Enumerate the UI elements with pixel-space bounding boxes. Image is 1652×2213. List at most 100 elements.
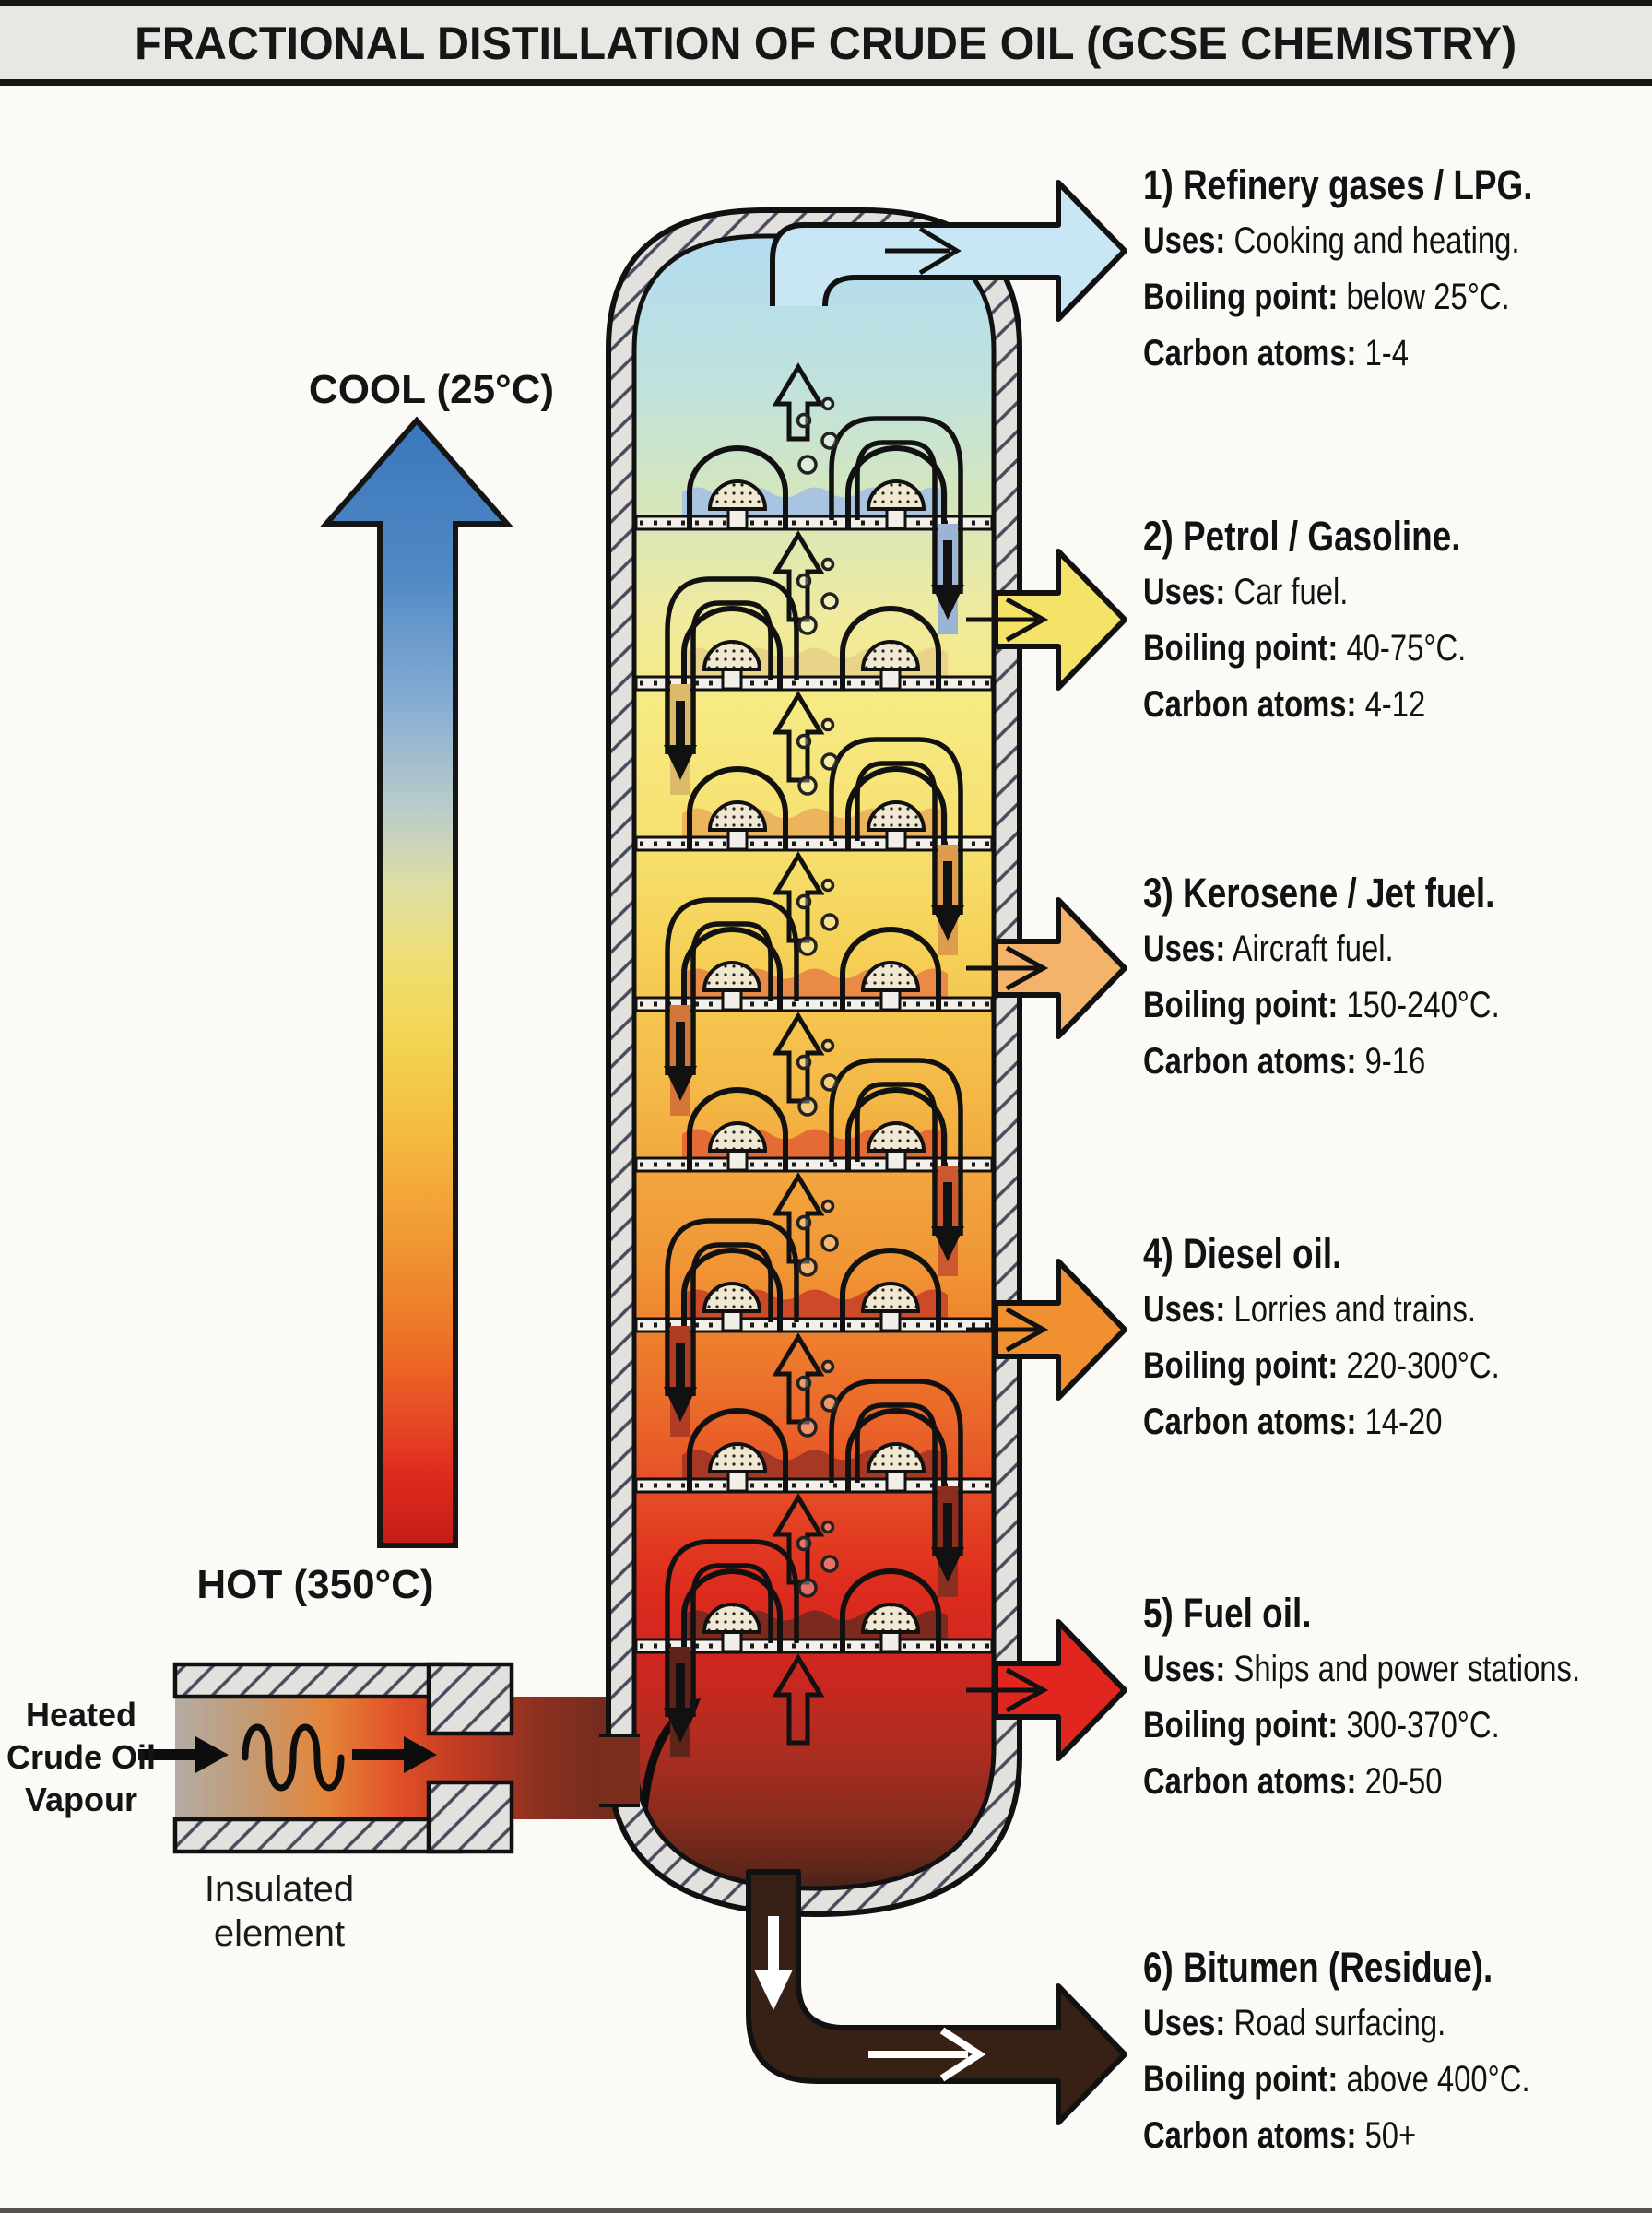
fraction-boiling-point: Boiling point: below 25°C. bbox=[1143, 277, 1510, 317]
fraction-carbon-atoms: Carbon atoms: 20-50 bbox=[1143, 1761, 1443, 1802]
fraction-block-5: 5) Fuel oil. Uses: Ships and power stati… bbox=[1143, 1586, 1611, 1810]
temperature-arrow-icon bbox=[320, 416, 513, 1548]
bubble-icon bbox=[820, 592, 839, 610]
temperature-arrow bbox=[320, 416, 513, 1548]
flow-arrow-icon bbox=[868, 2027, 986, 2082]
down-arrow-icon bbox=[664, 1066, 697, 1101]
flow-arrow-icon bbox=[966, 945, 1049, 991]
title-bar: FRACTIONAL DISTILLATION OF CRUDE OIL (GC… bbox=[0, 0, 1652, 86]
insulated-element-label-line1: Insulated bbox=[205, 1869, 354, 1910]
fraction-carbon-atoms: Carbon atoms: 1-4 bbox=[1143, 333, 1409, 373]
fraction-arrow-3 bbox=[993, 897, 1127, 1039]
outlet-arrow-petrol bbox=[966, 549, 1127, 691]
flow-arrow-icon bbox=[966, 597, 1049, 643]
fraction-uses: Uses: Cooking and heating. bbox=[1143, 220, 1520, 261]
fraction-block-1: 1) Refinery gases / LPG. Uses: Cooking a… bbox=[1143, 158, 1611, 382]
fraction-block-2: 2) Petrol / Gasoline. Uses: Car fuel. Bo… bbox=[1143, 509, 1611, 733]
bubble-icon bbox=[796, 733, 812, 750]
heated-crude-oil-label-line3: Vapour bbox=[25, 1781, 137, 1818]
bubble-cap bbox=[681, 1568, 783, 1651]
bubble-icon bbox=[820, 1038, 835, 1053]
fraction-uses: Uses: Car fuel. bbox=[1143, 572, 1349, 612]
bubble-icon bbox=[797, 936, 818, 956]
hot-label: HOT (350°C) bbox=[196, 1562, 433, 1607]
fraction-boiling-point: Boiling point: above 400°C. bbox=[1143, 2059, 1530, 2100]
up-arrow-icon bbox=[772, 1653, 825, 1746]
heated-crude-oil-label-line2: Crude Oil bbox=[6, 1738, 156, 1776]
tray bbox=[634, 717, 994, 955]
insulated-element-label-line2: element bbox=[214, 1913, 345, 1954]
fraction-heading: 5) Fuel oil. bbox=[1143, 1590, 1312, 1637]
down-arrow-icon bbox=[664, 745, 697, 780]
fraction-carbon-atoms: Carbon atoms: 14-20 bbox=[1143, 1402, 1443, 1442]
down-arrow-icon bbox=[931, 905, 964, 941]
bubble-cap bbox=[687, 766, 788, 849]
tray bbox=[634, 878, 994, 1116]
down-arrow-icon bbox=[664, 1387, 697, 1422]
down-arrow-icon bbox=[931, 1547, 964, 1582]
outlet-arrow-fuel-oil bbox=[966, 1619, 1127, 1761]
column-internals bbox=[634, 362, 994, 1835]
fraction-boiling-point: Boiling point: 220-300°C. bbox=[1143, 1345, 1500, 1386]
tray bbox=[634, 1359, 994, 1597]
tray bbox=[634, 557, 994, 795]
bubble-icon bbox=[796, 1535, 812, 1552]
outlet-arrow-refinery-gases bbox=[770, 180, 1127, 322]
bubble-icon bbox=[797, 455, 818, 475]
fraction-arrow-5 bbox=[993, 1619, 1127, 1761]
up-arrow-icon bbox=[772, 1332, 825, 1425]
wall-opening bbox=[599, 1735, 640, 1805]
bubble-icon bbox=[820, 1199, 835, 1213]
duct-wall-bottom bbox=[172, 1817, 464, 1854]
inlet-arrow-icon bbox=[138, 1736, 229, 1773]
bubble-icon bbox=[796, 412, 812, 429]
downcomer bbox=[665, 1539, 799, 1717]
bubble-icon bbox=[797, 775, 818, 796]
fraction-heading: 1) Refinery gases / LPG. bbox=[1143, 161, 1533, 208]
fraction-uses: Uses: Aircraft fuel. bbox=[1143, 929, 1394, 969]
up-arrow-icon bbox=[772, 1012, 825, 1104]
fraction-uses: Uses: Lorries and trains. bbox=[1143, 1289, 1476, 1330]
bubble-icon bbox=[820, 1073, 839, 1092]
fraction-boiling-point: Boiling point: 300-370°C. bbox=[1143, 1705, 1500, 1746]
up-arrow-icon bbox=[772, 362, 825, 442]
bubble-icon bbox=[796, 573, 812, 589]
duct-wall-top bbox=[172, 1662, 464, 1699]
fraction-boiling-point: Boiling point: 40-75°C. bbox=[1143, 628, 1467, 669]
fraction-arrow-2 bbox=[993, 549, 1127, 691]
bubble-icon bbox=[820, 913, 839, 931]
bubble-cap bbox=[681, 606, 783, 689]
bubble-cap bbox=[681, 927, 783, 1010]
bubble-icon bbox=[820, 1555, 839, 1573]
bubble-icon bbox=[820, 396, 835, 411]
bubble-icon bbox=[820, 432, 839, 450]
down-flow-arrow-icon bbox=[754, 1916, 793, 2010]
tray bbox=[634, 396, 994, 634]
bubble-cap bbox=[845, 766, 947, 849]
fraction-block-6: 6) Bitumen (Residue). Uses: Road surfaci… bbox=[1143, 1940, 1611, 2164]
down-arrow-icon bbox=[931, 1226, 964, 1261]
bubble-cap bbox=[687, 1408, 788, 1491]
down-arrow-icon bbox=[664, 1708, 697, 1743]
bubble-icon bbox=[796, 1054, 812, 1071]
page-bottom-edge bbox=[0, 2208, 1652, 2213]
tray bbox=[634, 1520, 994, 1757]
flow-arrow-icon bbox=[966, 1667, 1049, 1713]
heating-coil-icon bbox=[242, 1723, 345, 1792]
bubble-cap bbox=[840, 1568, 941, 1651]
tray bbox=[634, 1038, 994, 1276]
page-title: FRACTIONAL DISTILLATION OF CRUDE OIL (GC… bbox=[135, 17, 1517, 69]
fraction-heading: 3) Kerosene / Jet fuel. bbox=[1143, 870, 1495, 917]
bubble-icon bbox=[820, 878, 835, 893]
duct-wall-step-top bbox=[426, 1662, 514, 1736]
down-arrow-icon bbox=[931, 585, 964, 620]
flow-arrow-icon bbox=[966, 1307, 1049, 1353]
bubble-icon bbox=[797, 1578, 818, 1598]
fraction-block-4: 4) Diesel oil. Uses: Lorries and trains.… bbox=[1143, 1226, 1611, 1450]
cool-label: COOL (25°C) bbox=[309, 367, 554, 412]
heater-duct bbox=[138, 1662, 636, 1854]
bubble-cap bbox=[681, 1248, 783, 1331]
fraction-heading: 4) Diesel oil. bbox=[1143, 1230, 1342, 1277]
